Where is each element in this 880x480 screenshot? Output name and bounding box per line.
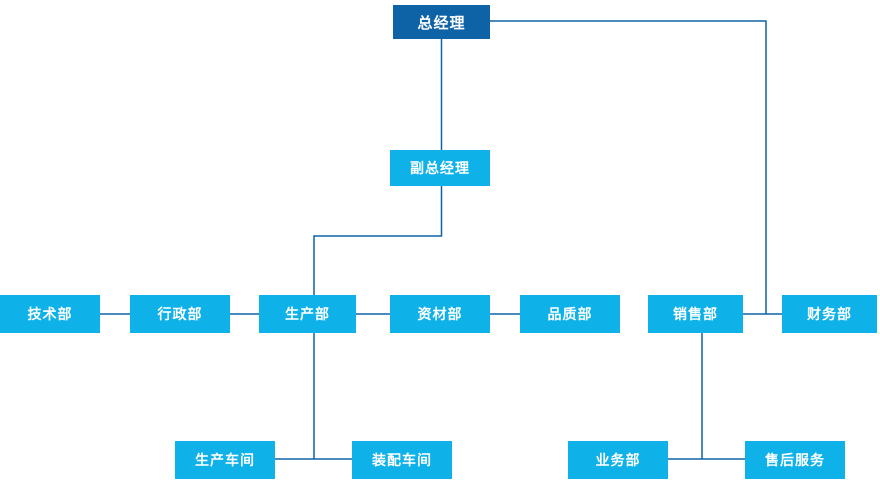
node-materials-dept: 资材部 <box>390 295 490 333</box>
node-general-manager: 总经理 <box>393 5 490 39</box>
node-finance-dept: 财务部 <box>782 295 877 333</box>
connector-sales-to-subunits <box>668 333 745 460</box>
node-tech-dept: 技术部 <box>0 295 100 333</box>
connector-gm-to-right-branch <box>490 20 767 314</box>
node-quality-dept: 品质部 <box>520 295 620 333</box>
node-production-workshop: 生产车间 <box>175 441 275 479</box>
node-production-dept: 生产部 <box>259 295 356 333</box>
node-aftersales-service: 售后服务 <box>745 441 845 479</box>
node-deputy-general-manager: 副总经理 <box>390 150 490 186</box>
node-assembly-workshop: 装配车间 <box>352 441 452 479</box>
node-admin-dept: 行政部 <box>130 295 230 333</box>
node-business-dept: 业务部 <box>568 441 668 479</box>
connector-dgm-to-production <box>313 186 443 295</box>
connector-production-to-workshops <box>275 333 352 460</box>
node-sales-dept: 销售部 <box>648 295 743 333</box>
